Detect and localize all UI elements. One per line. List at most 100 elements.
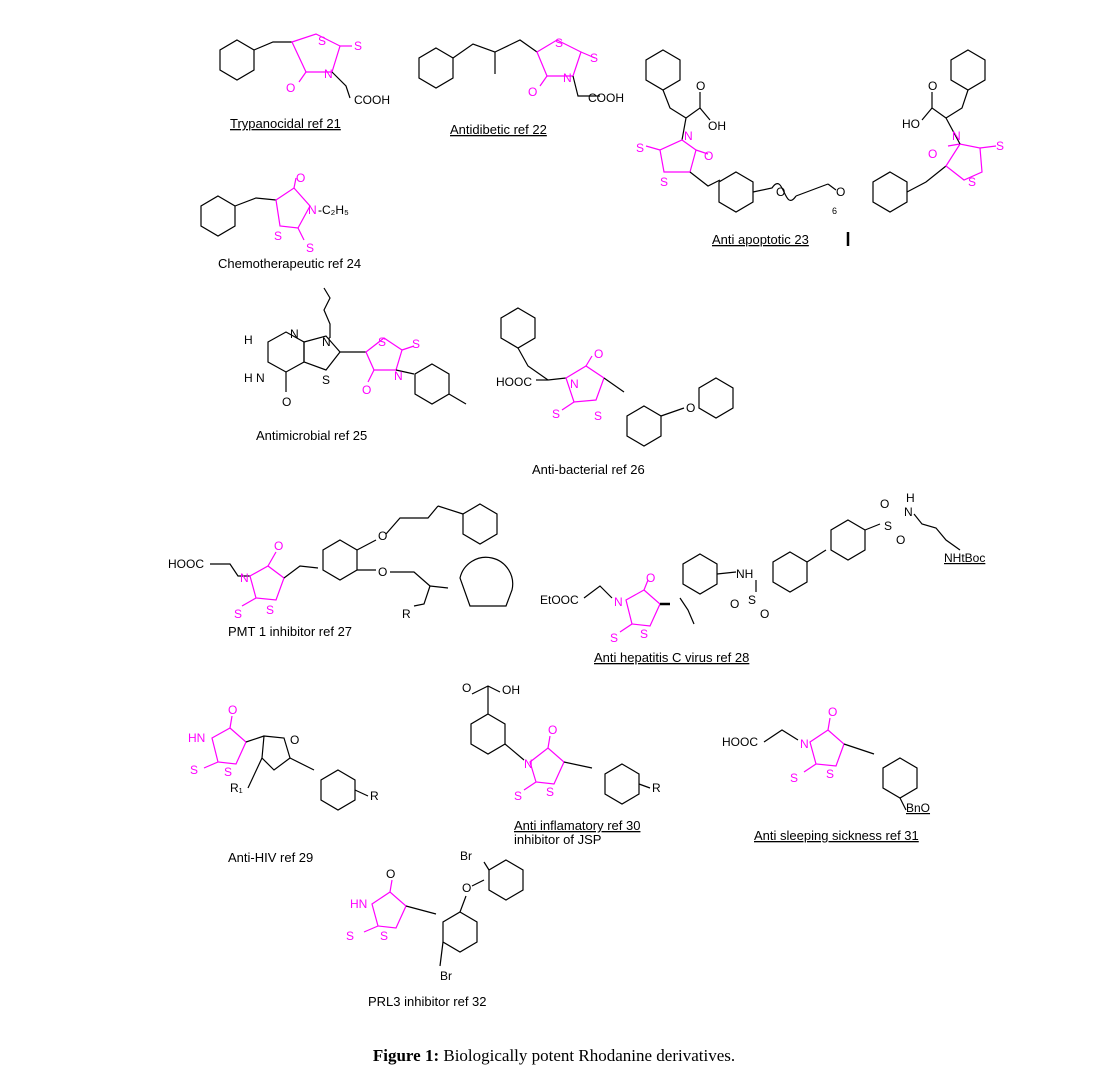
benzene-ring (219, 39, 255, 81)
compound-label: Anti apoptotic 23 (712, 232, 809, 247)
compound-antidibetic: S S N O COOH Antidibetic ref 22 (418, 36, 624, 137)
atom-s: S (748, 593, 756, 607)
atom-s: S (380, 929, 388, 943)
atom-s: S (346, 929, 354, 943)
benzene-ring (882, 757, 918, 799)
atom-n: N (684, 129, 693, 143)
atom-s: S (884, 519, 892, 533)
compound-anti-sleeping-sickness: HOOC N O S S BnO Anti sleeping sickness … (722, 705, 930, 843)
atom-s: S (412, 337, 420, 351)
atom-o: O (730, 597, 739, 611)
atom-o: O (704, 149, 713, 163)
atom-s: S (594, 409, 602, 423)
compound-label-line2: inhibitor of JSP (514, 832, 601, 847)
compound-label: PRL3 inhibitor ref 32 (368, 994, 487, 1009)
benzene-ring (320, 769, 356, 811)
atom-o: O (686, 401, 695, 415)
compound-label: Trypanocidal ref 21 (230, 116, 341, 131)
benzene-ring (442, 911, 478, 953)
atom-s: S (552, 407, 560, 421)
atom-n: N (952, 129, 961, 143)
atom-o: O (462, 881, 471, 895)
rhodanine-core (291, 33, 352, 83)
atom-n: N (904, 505, 913, 519)
compound-anti-inflamatory: O OH N O S S R Anti inflamatory ref 30 i… (462, 681, 661, 847)
substituent-r: R (652, 781, 661, 795)
benzene-ring (718, 171, 754, 213)
benzene-ring (200, 195, 236, 237)
benzene-ring (414, 363, 450, 405)
atom-n: N (290, 327, 299, 341)
atom-o: O (228, 703, 237, 717)
compound-anti-apoptotic: S S N O O OH S S N O O HO O O 6 Anti apo… (636, 49, 1004, 247)
atom-br: Br (460, 849, 472, 863)
atom-n: N (570, 377, 579, 391)
atom-br: Br (440, 969, 452, 983)
atom-o: O (274, 539, 283, 553)
atom-n: N (322, 335, 331, 349)
benzene-ring (772, 551, 808, 593)
atom-o: O (760, 607, 769, 621)
benzene-ring (604, 763, 640, 805)
atom-s: S (306, 241, 314, 255)
compound-label: Anti sleeping sickness ref 31 (754, 828, 919, 843)
atom-s: S (826, 767, 834, 781)
compound-prl3-inhibitor: O HN S S Br O Br PRL3 inhibitor ref 32 (346, 849, 524, 1009)
atom-hn: HN (188, 731, 205, 745)
benzene-ring (470, 713, 506, 755)
atom-n: N (563, 71, 572, 85)
benzene-ring (830, 519, 866, 561)
compound-chemotherapeutic: O N -C₂H₅ S S Chemotherapeutic ref 24 (200, 171, 361, 271)
atom-o: O (296, 171, 305, 185)
atom-o: O (290, 733, 299, 747)
compound-label: Anti inflamatory ref 30 (514, 818, 640, 833)
compound-anti-hepatitis-c: EtOOC N O S S NH S O O S O O H N NHtBoc … (540, 491, 985, 665)
atom-s: S (514, 789, 522, 803)
figure-caption-label: Figure 1: (372, 1046, 440, 1065)
compound-trypanocidal: S S N O COOH Trypanocidal ref 21 (219, 33, 390, 131)
substituent-ethyl: -C₂H₅ (318, 203, 349, 217)
rhodanine-core (363, 879, 407, 933)
atom-s: S (378, 335, 386, 349)
atom-oh: OH (708, 119, 726, 133)
atom-s: S (224, 765, 232, 779)
atom-s: S (996, 139, 1004, 153)
atom-n: N (308, 203, 317, 217)
atom-o: O (828, 705, 837, 719)
atom-s: S (354, 39, 362, 53)
atom-o: O (386, 867, 395, 881)
atom-s: S (610, 631, 618, 645)
rhodanine-core (275, 177, 311, 241)
benzene-ring (418, 47, 454, 89)
compound-pmt1-inhibitor: HOOC N O S S O O R PMT 1 inhibitor ref 2… (168, 503, 514, 639)
compound-label: Anti-HIV ref 29 (228, 850, 313, 865)
atom-s: S (266, 603, 274, 617)
atom-o: O (528, 85, 537, 99)
benzene-ring (698, 377, 734, 419)
atom-o: O (594, 347, 603, 361)
atom-o: O (836, 185, 845, 199)
atom-s: S (234, 607, 242, 621)
rhodanine-core (365, 337, 415, 383)
atom-n: N (324, 67, 333, 81)
compound-label: Anti hepatitis C virus ref 28 (594, 650, 749, 665)
atom-ho: HO (902, 117, 920, 131)
atom-s: S (790, 771, 798, 785)
atom-hooc: HOOC (722, 735, 758, 749)
atom-h: H (244, 371, 253, 385)
atom-n: N (240, 571, 249, 585)
atom-s: S (318, 34, 326, 48)
atom-s: S (546, 785, 554, 799)
atom-oh: OH (502, 683, 520, 697)
compound-label: PMT 1 inhibitor ref 27 (228, 624, 352, 639)
atom-cooh: COOH (588, 91, 624, 105)
atom-o: O (776, 185, 785, 199)
rhodanine-core (536, 39, 596, 87)
atom-o: O (378, 565, 387, 579)
benzene-ring (645, 49, 681, 91)
atom-s: S (640, 627, 648, 641)
benzene-ring (500, 307, 536, 349)
rhodanine-core (619, 579, 661, 633)
compound-label: Antidibetic ref 22 (450, 122, 547, 137)
